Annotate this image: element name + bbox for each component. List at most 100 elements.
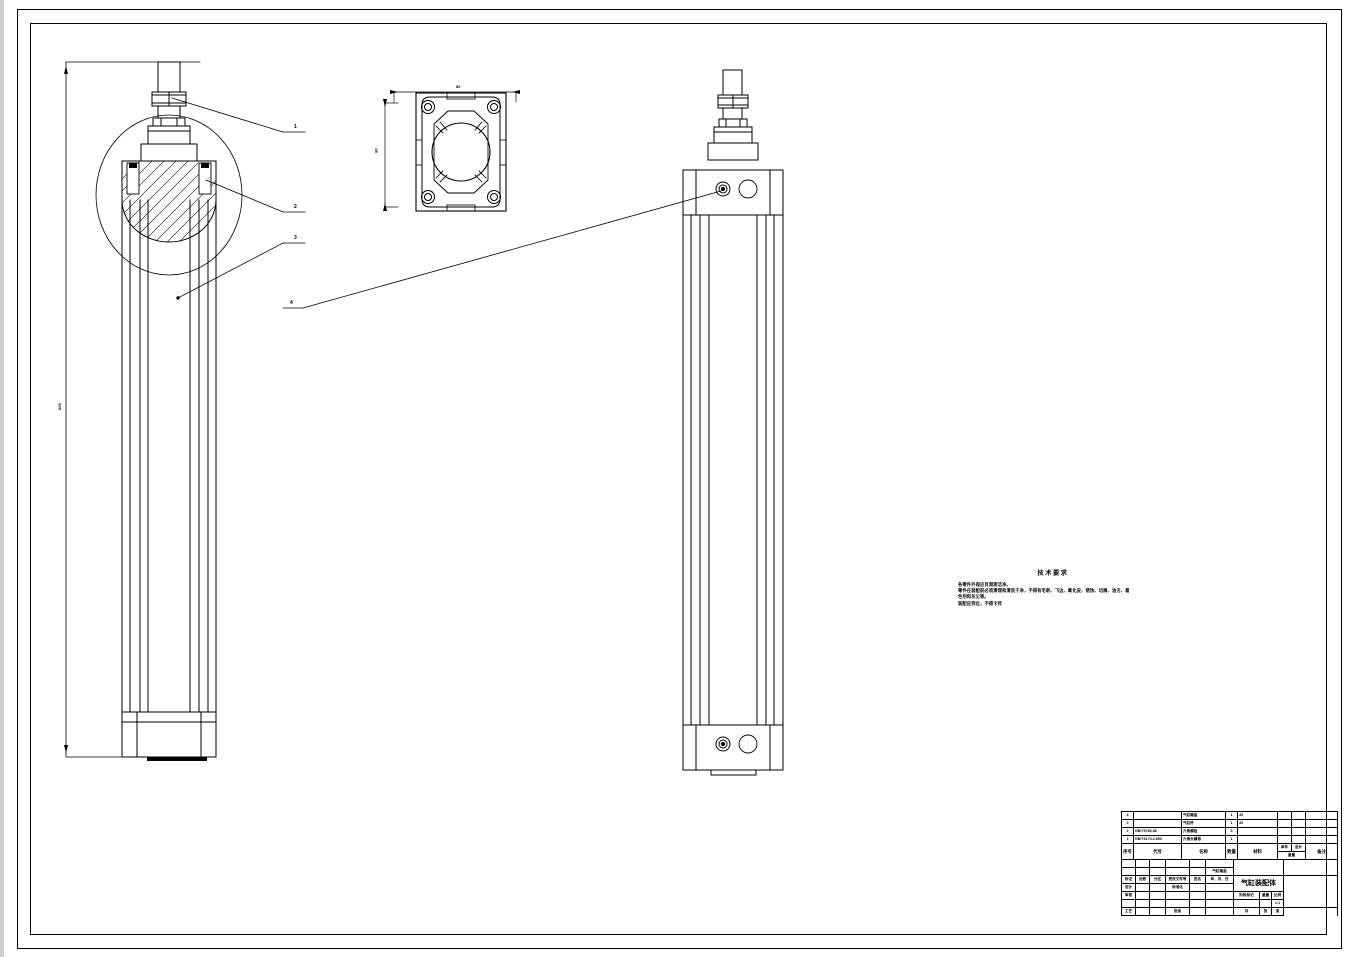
- blank-cell: [1121, 899, 1136, 908]
- rev-cell: [1189, 867, 1206, 876]
- part-no: 3: [1121, 819, 1134, 828]
- bottom-end-cap-front: [121, 711, 217, 761]
- role-design-label: 设计: [1121, 883, 1136, 892]
- technical-requirements-title: 技术要求: [1037, 570, 1069, 577]
- technical-requirements-block: 技术要求 各零件外观应目测测洁净。 零件在装配前必须清理和清洗干净，不得有毛刺、…: [958, 568, 1148, 607]
- dimension-flange-width: [390, 90, 520, 103]
- spacer-cell-right: [1283, 859, 1339, 876]
- rev-header-docno: 更改文件号: [1165, 875, 1190, 884]
- role-process-name: [1135, 907, 1150, 916]
- part-material: 45: [1237, 811, 1278, 820]
- header-no: 序号: [1121, 843, 1134, 860]
- rev-cell: [1135, 867, 1150, 876]
- view-front-elevation: [64, 61, 306, 761]
- part-name: 气缸端盖: [1181, 811, 1226, 820]
- parts-list-table: 4 气缸端盖 1 45 3 气缸杆 1 45 2 GB/: [1121, 811, 1338, 860]
- header-name: 名称: [1181, 843, 1226, 860]
- part-code: GB/T6170.2-850: [1133, 835, 1182, 844]
- role-approve-date: [1205, 907, 1234, 916]
- technical-requirement-line: 装配应到位，不得卡死: [958, 600, 1002, 606]
- parts-list-header: 序号 代号 名称 数量 材料 单件 总计 备注: [1121, 843, 1338, 860]
- part-material: [1237, 835, 1278, 844]
- table-row: 4 气缸端盖 1 45: [1121, 811, 1338, 820]
- header-remark: 备注: [1305, 843, 1338, 860]
- part-weight-single: [1277, 819, 1292, 828]
- rev-header-sign: 签名: [1189, 875, 1206, 884]
- role-check-label: 审核: [1121, 891, 1136, 900]
- stage-header-weight: 重量: [1259, 891, 1272, 900]
- rev-cell: [1165, 867, 1190, 876]
- dim-label-overall-height: 600: [56, 403, 62, 410]
- blank-cell: [1189, 899, 1206, 908]
- header-weight-single: 单件: [1277, 843, 1292, 852]
- part-weight-total: [1291, 819, 1306, 828]
- page-edge-shadow: [0, 0, 4, 957]
- drawing-frame-outer: [17, 9, 1342, 949]
- part-qty: 1: [1225, 819, 1238, 828]
- sheet-total-unit: 张: [1259, 907, 1272, 916]
- blank-cell: [1165, 891, 1190, 900]
- part-qty: 1: [1225, 835, 1238, 844]
- title-block: 4 气缸端盖 1 45 3 气缸杆 1 45 2 GB/: [1121, 811, 1339, 944]
- part-name: 六角头螺母: [1181, 835, 1226, 844]
- rev-cell: [1165, 859, 1190, 868]
- dimension-flange-height: [383, 99, 399, 211]
- view-side-elevation: [282, 69, 784, 776]
- blank-cell: [1205, 891, 1234, 900]
- hex-nut-side: [717, 94, 749, 109]
- blank-cell: [1149, 899, 1166, 908]
- stage-value-mid: [1259, 899, 1272, 908]
- role-std-date: [1205, 883, 1234, 892]
- scale-value: 1:1: [1270, 899, 1285, 908]
- revision-header-row: 标记 处数 分区 更改文件号 签名 年、月、日 气缸装配体: [1121, 875, 1339, 908]
- rev-cell: [1149, 859, 1166, 868]
- hex-nut-front: [151, 91, 187, 107]
- role-process-date: [1149, 907, 1166, 916]
- cylinder-barrel-profile-side: [682, 214, 784, 726]
- part-remark: [1305, 811, 1338, 820]
- header-material: 材料: [1237, 843, 1278, 860]
- bottom-end-cap-side: [682, 724, 784, 776]
- leader-line-callout4: [282, 190, 722, 309]
- rev-cell: [1149, 867, 1166, 876]
- part-remark: [1305, 827, 1338, 836]
- drawing-name: 气缸装配体: [1232, 875, 1285, 892]
- part-qty: 4: [1225, 827, 1238, 836]
- table-row: 1 GB/T6170.2-850 六角头螺母 1: [1121, 835, 1338, 844]
- org-cell: [1283, 875, 1339, 908]
- part-code: [1133, 819, 1182, 828]
- part-material: 45: [1237, 819, 1278, 828]
- part-no: 1: [1121, 835, 1134, 844]
- dim-label-flange-width: 80: [456, 84, 461, 89]
- stage-header-stage: 阶段标记: [1233, 891, 1260, 900]
- stage-header-scale: 比例: [1270, 891, 1285, 900]
- part-qty: 1: [1225, 811, 1238, 820]
- header-weight-total: 总计: [1291, 843, 1306, 852]
- callout-2: 2: [294, 204, 297, 210]
- stage-value-left: [1233, 899, 1260, 908]
- rev-header-zone: 分区: [1149, 875, 1166, 884]
- technical-requirement-line: 各零件外观应目测测洁净。: [958, 582, 1011, 587]
- sheet-current-label: 第: [1270, 907, 1285, 916]
- role-check-date: [1149, 891, 1166, 900]
- rev-cell: [1135, 859, 1150, 868]
- part-code: GB/T5780-86: [1133, 827, 1182, 836]
- rev-cell: [1205, 859, 1234, 868]
- part-remark: [1305, 819, 1338, 828]
- rev-cell: [1121, 859, 1136, 868]
- part-remark: [1305, 835, 1338, 844]
- part-weight-total: [1291, 835, 1306, 844]
- cylinder-head-side: [682, 169, 784, 216]
- rev-header-mark: 标记: [1121, 875, 1136, 884]
- callout-4: 4: [290, 300, 293, 306]
- part-weight-single: [1277, 835, 1292, 844]
- part-name: 六角螺栓: [1181, 827, 1226, 836]
- dim-label-flange-height: 80: [373, 148, 379, 153]
- flange-bolt-holes: [421, 100, 501, 204]
- view-end-flange: [383, 90, 520, 212]
- table-row: 3 气缸杆 1 45: [1121, 819, 1338, 828]
- rev-cell: [1121, 867, 1136, 876]
- title-block-lower: 气缸端盖 标记 处数 分区 更改文件号 签名 年、月、日 气缸装配体 设计 标准…: [1121, 859, 1339, 916]
- blank-cell: [1189, 891, 1206, 900]
- rev-cell: [1189, 859, 1206, 868]
